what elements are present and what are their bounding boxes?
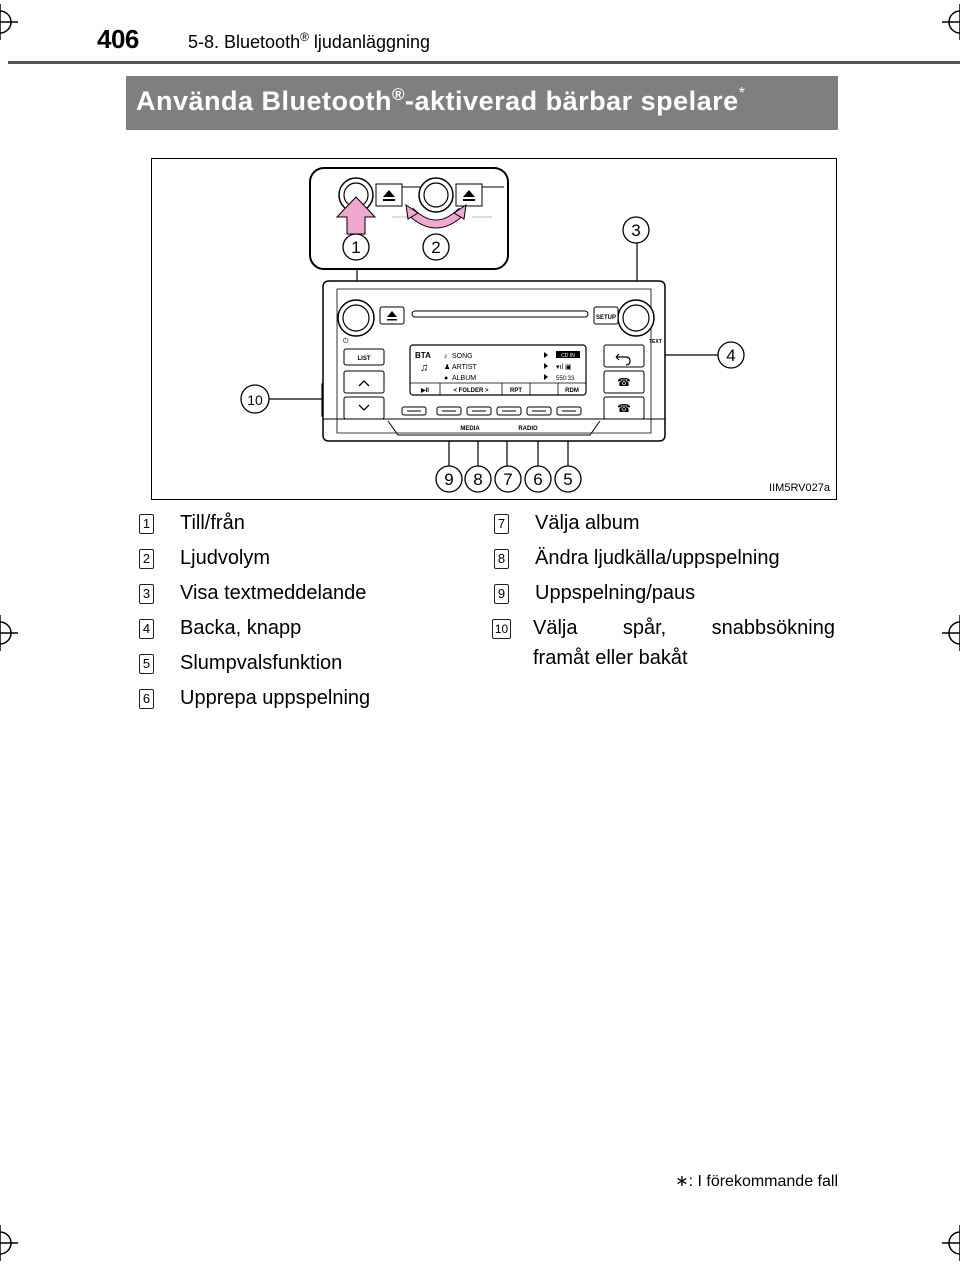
svg-text:5: 5 [563, 470, 572, 489]
svg-text:♟: ♟ [444, 363, 450, 371]
svg-text:RDM: RDM [565, 388, 579, 394]
callout-4: 4 [717, 341, 745, 369]
svg-text:♪: ♪ [444, 353, 448, 360]
svg-text:8: 8 [473, 470, 482, 489]
section-title: 5-8. Bluetooth® ljudanläggning [188, 30, 431, 52]
callout-1: 1 [342, 233, 370, 261]
callout-6: 6 [524, 465, 552, 493]
svg-text:▾ıl ▣: ▾ıl ▣ [556, 364, 572, 371]
page-number: 406 [97, 24, 139, 54]
svg-text:CD IN: CD IN [561, 353, 575, 359]
heading-title: Använda Bluetooth®-aktiverad bärbar spel… [136, 85, 746, 116]
svg-text:ARTIST: ARTIST [452, 364, 477, 371]
registration-mark-icon [942, 1225, 960, 1261]
svg-text:SETUP: SETUP [596, 315, 616, 321]
svg-text:⏻: ⏻ [343, 337, 349, 345]
callout-2: 2 [422, 233, 450, 261]
svg-text:< FOLDER >: < FOLDER > [453, 388, 489, 394]
svg-text:BTA: BTA [415, 351, 431, 360]
callout-7: 7 [494, 465, 522, 493]
registration-mark-icon [0, 615, 18, 651]
callout-3: 3 [622, 216, 650, 244]
svg-text:LIST: LIST [358, 356, 371, 362]
svg-text:●: ● [444, 375, 448, 382]
svg-text:6: 6 [533, 470, 542, 489]
svg-text:RADIO: RADIO [518, 426, 538, 432]
registration-mark-icon [942, 615, 960, 651]
zoom-inset [309, 167, 509, 270]
heading-banner: Använda Bluetooth®-aktiverad bärbar spel… [126, 76, 838, 130]
svg-text:▶II: ▶II [420, 387, 429, 394]
radio-illustration: SETUP ⏻ TEXT LIST ☎ ☎ BTA ♪ SONG ♟ ARTIS… [151, 158, 837, 500]
footnote-marker: * [738, 85, 746, 102]
svg-text:9: 9 [444, 470, 453, 489]
svg-text:1: 1 [351, 238, 360, 257]
header-rule [8, 61, 960, 64]
svg-text:RPT: RPT [510, 388, 522, 394]
svg-text:MEDIA: MEDIA [460, 426, 480, 432]
callout-10: 10 [240, 384, 270, 414]
svg-text:☎: ☎ [617, 403, 631, 415]
footnote: ∗: I förekommande fall [675, 1173, 838, 1190]
svg-text:ALBUM: ALBUM [452, 375, 476, 382]
svg-text:♫: ♫ [420, 362, 428, 374]
callout-9: 9 [435, 465, 463, 493]
callout-5: 5 [554, 465, 582, 493]
svg-text:2: 2 [431, 238, 440, 257]
svg-text:TEXT: TEXT [649, 339, 662, 345]
radio-unit: SETUP ⏻ TEXT LIST ☎ ☎ BTA ♪ SONG ♟ ARTIS… [322, 280, 666, 442]
svg-text:7: 7 [503, 470, 512, 489]
svg-text:10: 10 [247, 392, 263, 408]
svg-text:4: 4 [726, 346, 735, 365]
figure-id: IIM5RV027a [769, 482, 830, 494]
svg-text:3: 3 [631, 221, 640, 240]
svg-text:☎: ☎ [617, 377, 631, 389]
svg-text:SONG: SONG [452, 353, 473, 360]
registration-mark-icon [0, 1225, 18, 1261]
callout-8: 8 [464, 465, 492, 493]
registration-mark-icon [942, 4, 960, 40]
svg-text:550:33: 550:33 [556, 376, 575, 382]
registration-mark-icon [0, 4, 18, 40]
